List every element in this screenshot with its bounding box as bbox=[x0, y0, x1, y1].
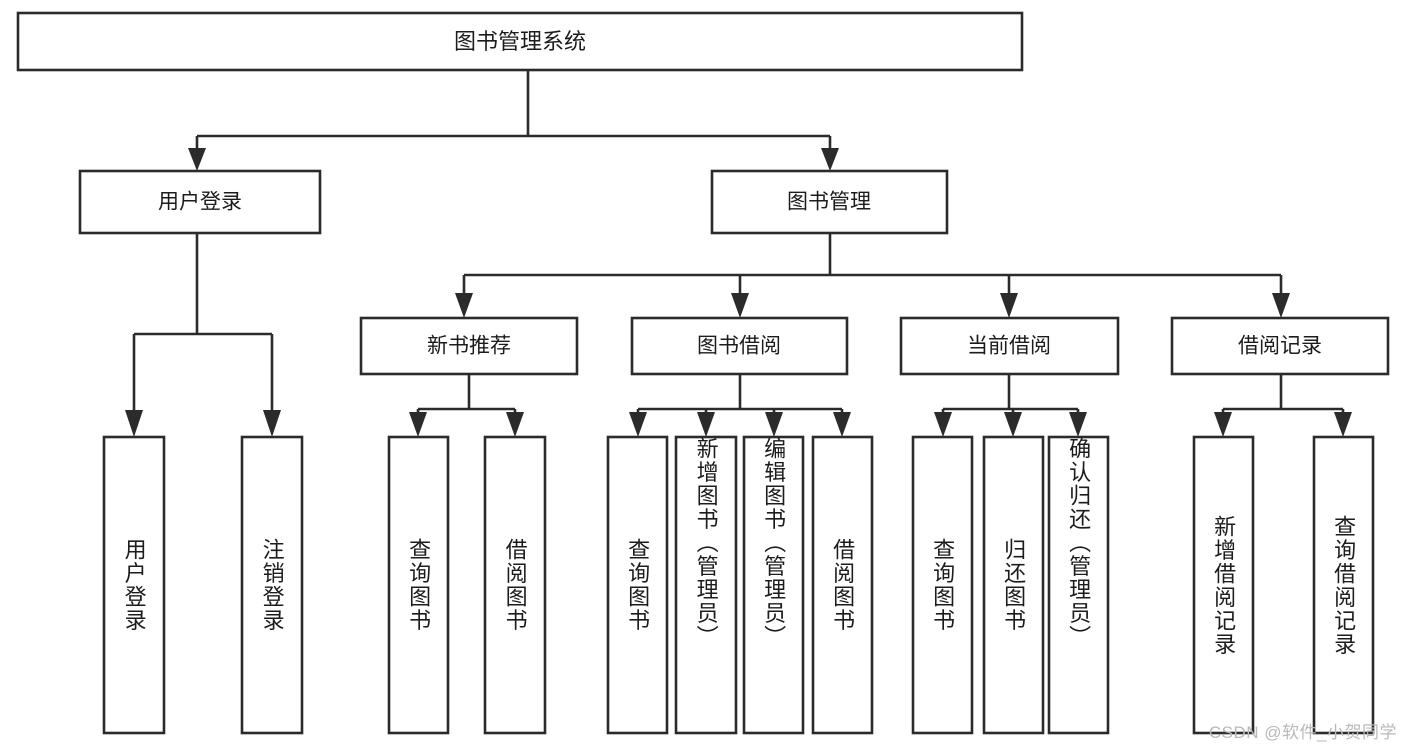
arrow-head-user-login bbox=[188, 148, 206, 171]
node-current-borrow-label: 当前借阅 bbox=[967, 335, 1051, 358]
node-new-book-rec-label: 新书推荐 bbox=[427, 335, 511, 358]
node-book-manage[interactable]: 图书管理 bbox=[710, 169, 949, 235]
arrow-head-leaf-confirm-return bbox=[1069, 412, 1087, 437]
leaf-boxes-group bbox=[102, 435, 1375, 735]
node-borrow-record[interactable]: 借阅记录 bbox=[1170, 316, 1390, 376]
node-leaf-query-book-1-box[interactable] bbox=[387, 435, 450, 735]
node-book-borrow[interactable]: 图书借阅 bbox=[630, 316, 849, 376]
arrow-head-leaf-add-book bbox=[697, 412, 715, 437]
node-leaf-query-book-2-box[interactable] bbox=[606, 435, 669, 735]
arrow-head-leaf-user-login bbox=[125, 410, 143, 437]
arrow-head-book-borrow bbox=[731, 293, 749, 318]
arrow-head-current-borrow bbox=[1000, 293, 1018, 318]
node-leaf-edit-book-box[interactable] bbox=[742, 435, 805, 735]
node-leaf-add-book-box[interactable] bbox=[674, 435, 738, 735]
node-leaf-logout-box[interactable] bbox=[240, 435, 304, 735]
node-user-login-box[interactable] bbox=[78, 169, 322, 235]
node-book-manage-box[interactable] bbox=[710, 169, 949, 235]
node-book-manage-label: 图书管理 bbox=[787, 191, 871, 214]
node-root-box[interactable] bbox=[16, 11, 1024, 72]
node-book-borrow-box[interactable] bbox=[630, 316, 849, 376]
connector-group-book-borrow-to-leaves bbox=[629, 374, 851, 437]
arrow-head-book-manage bbox=[821, 148, 839, 171]
node-leaf-confirm-return-box[interactable] bbox=[1047, 435, 1110, 735]
node-borrow-record-label: 借阅记录 bbox=[1238, 335, 1322, 358]
arrow-head-leaf-add-record bbox=[1214, 412, 1232, 437]
node-leaf-borrow-book-1-box[interactable] bbox=[483, 435, 547, 735]
arrow-head-new-book-rec bbox=[455, 293, 473, 318]
arrow-head-leaf-edit-book bbox=[765, 412, 783, 437]
connector-group-book-manage-to-level3 bbox=[455, 233, 1290, 318]
node-leaf-add-record-box[interactable] bbox=[1192, 435, 1255, 735]
connector-group-new-book-rec-to-leaves bbox=[409, 374, 524, 437]
arrow-head-leaf-logout bbox=[263, 410, 281, 437]
node-current-borrow[interactable]: 当前借阅 bbox=[899, 316, 1120, 376]
node-user-login-label: 用户登录 bbox=[158, 191, 242, 214]
node-leaf-return-book-box[interactable] bbox=[982, 435, 1045, 735]
node-new-book-rec[interactable]: 新书推荐 bbox=[359, 316, 579, 376]
arrow-head-leaf-query-book-1 bbox=[409, 412, 427, 437]
node-root-label: 图书管理系统 bbox=[454, 29, 586, 54]
arrow-head-leaf-query-record bbox=[1334, 412, 1352, 437]
node-root[interactable]: 图书管理系统 bbox=[16, 11, 1024, 72]
node-borrow-record-box[interactable] bbox=[1170, 316, 1390, 376]
node-user-login[interactable]: 用户登录 bbox=[78, 169, 322, 235]
arrow-head-leaf-query-book-2 bbox=[629, 412, 647, 437]
arrow-head-leaf-borrow-book-2 bbox=[833, 412, 851, 437]
arrow-head-leaf-borrow-book-1 bbox=[506, 412, 524, 437]
node-leaf-query-book-3-box[interactable] bbox=[911, 435, 974, 735]
node-current-borrow-box[interactable] bbox=[899, 316, 1120, 376]
watermark-text: CSDN @软件_小贺同学 bbox=[1208, 723, 1397, 742]
node-new-book-rec-box[interactable] bbox=[359, 316, 579, 376]
connector-group-user-login-to-leaves bbox=[125, 233, 281, 437]
arrow-head-borrow-record bbox=[1272, 293, 1290, 318]
node-leaf-query-record-box[interactable] bbox=[1312, 435, 1375, 735]
arrow-head-leaf-query-book-3 bbox=[934, 412, 952, 437]
connector-group-current-borrow-to-leaves bbox=[934, 374, 1087, 437]
arrow-head-leaf-return-book bbox=[1004, 412, 1022, 437]
connector-group-root-to-level2 bbox=[188, 70, 839, 171]
connector-group-borrow-record-to-leaves bbox=[1214, 374, 1352, 437]
node-leaf-user-login-box[interactable] bbox=[102, 435, 166, 735]
node-leaf-borrow-book-2-box[interactable] bbox=[811, 435, 874, 735]
node-book-borrow-label: 图书借阅 bbox=[697, 335, 781, 358]
